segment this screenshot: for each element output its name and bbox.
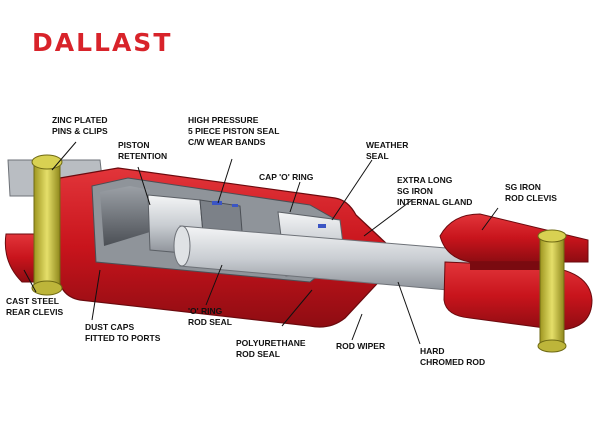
label-piston-seal: HIGH PRESSURE 5 PIECE PISTON SEAL C/W WE… xyxy=(188,115,280,147)
label-internal-gland: EXTRA LONG SG IRON INTERNAL GLAND xyxy=(397,175,473,207)
label-polyurethane-seal: POLYURETHANE ROD SEAL xyxy=(236,338,306,359)
leader-lines xyxy=(23,141,499,345)
label-rod-clevis: SG IRON ROD CLEVIS xyxy=(505,182,557,203)
label-hard-chromed-rod: HARD CHROMED ROD xyxy=(420,346,486,367)
label-zinc-plated-pins: ZINC PLATED PINS & CLIPS xyxy=(52,115,108,136)
rod-clevis xyxy=(439,213,593,331)
label-rear-clevis: CAST STEEL REAR CLEVIS xyxy=(6,296,64,317)
label-weather-seal: WEATHER SEAL xyxy=(366,140,409,161)
brand-logo: DALLAST xyxy=(32,28,173,57)
label-cap-o-ring: CAP 'O' RING xyxy=(259,172,314,182)
rear-pin xyxy=(31,154,63,296)
rod-pin xyxy=(537,229,567,353)
label-o-ring-rod-seal: 'O' RING ROD SEAL xyxy=(188,306,232,327)
label-dust-caps: DUST CAPS FITTED TO PORTS xyxy=(85,322,161,343)
label-piston-retention: PISTON RETENTION xyxy=(118,140,168,161)
label-rod-wiper: ROD WIPER xyxy=(336,341,386,351)
